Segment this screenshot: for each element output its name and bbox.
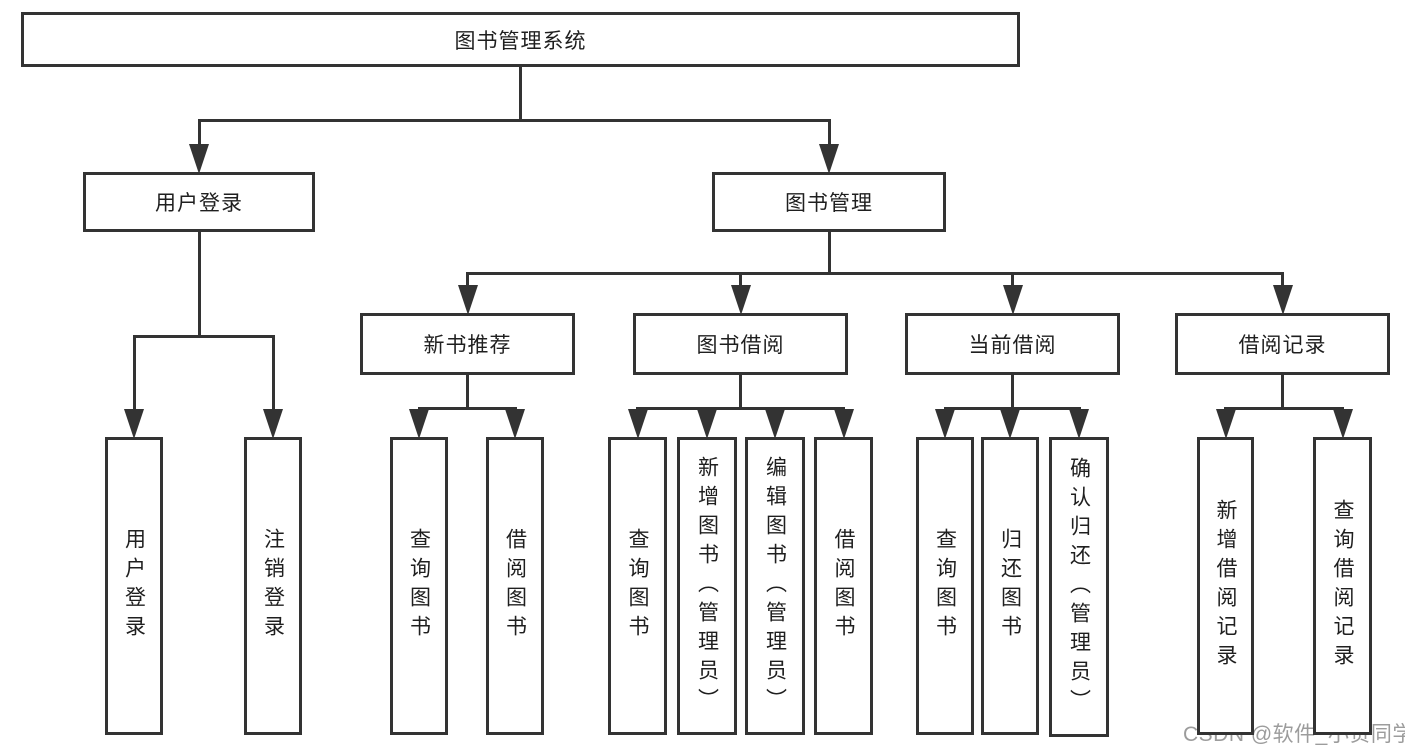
connector-drop xyxy=(1011,275,1014,289)
connector-branch xyxy=(466,272,1284,275)
arrowhead-down-icon xyxy=(124,409,144,439)
connector-branch xyxy=(1224,407,1344,410)
arrowhead-down-icon xyxy=(1215,409,1236,439)
arrowhead-down-icon xyxy=(833,409,854,439)
node-label-br-query-record: 查询借阅记录 xyxy=(1331,499,1354,673)
connector-drop xyxy=(1281,275,1284,289)
node-label-bb-query-books: 查询图书 xyxy=(626,528,649,644)
connector-drop xyxy=(197,122,201,148)
node-label-cb-return-books: 归还图书 xyxy=(998,528,1022,644)
connector-stem xyxy=(739,375,742,410)
arrowhead-down-icon xyxy=(457,285,478,315)
connector-stem xyxy=(1281,375,1284,410)
node-nbr-query-books: 查询图书 xyxy=(390,437,448,735)
arrowhead-down-icon xyxy=(189,144,209,174)
arrowhead-down-icon xyxy=(505,409,525,439)
node-bb-add-books: 新增图书（管理员） xyxy=(677,437,737,735)
node-label-bb-edit-books: 编辑图书（管理员） xyxy=(763,455,787,717)
node-label-nbr-borrow-books: 借阅图书 xyxy=(503,528,527,644)
connector-stem xyxy=(1011,375,1014,410)
arrowhead-down-icon xyxy=(935,409,955,439)
node-bb-borrow-books: 借阅图书 xyxy=(814,437,873,735)
node-login: 用户登录 xyxy=(105,437,163,735)
node-book-borrow: 图书借阅 xyxy=(633,313,848,375)
connector-stem xyxy=(197,232,201,338)
arrowhead-down-icon xyxy=(730,285,751,315)
connector-stem xyxy=(466,375,469,410)
node-label-new-book-rec: 新书推荐 xyxy=(423,334,512,357)
arrowhead-down-icon xyxy=(697,409,717,439)
node-new-book-rec: 新书推荐 xyxy=(360,313,575,375)
node-label-cb-query-books: 查询图书 xyxy=(933,528,957,644)
node-label-nbr-query-books: 查询图书 xyxy=(407,528,431,644)
node-label-cb-confirm-return: 确认归还（管理员） xyxy=(1067,456,1091,718)
node-br-add-record: 新增借阅记录 xyxy=(1197,437,1254,735)
node-bb-query-books: 查询图书 xyxy=(608,437,667,735)
arrowhead-down-icon xyxy=(1069,409,1089,439)
node-label-login: 用户登录 xyxy=(122,528,146,644)
connector-branch xyxy=(943,407,1081,410)
arrowhead-down-icon xyxy=(1272,285,1293,315)
node-current-borrow: 当前借阅 xyxy=(905,313,1120,375)
node-root: 图书管理系统 xyxy=(21,12,1020,67)
connector-drop xyxy=(827,122,831,148)
node-label-logout: 注销登录 xyxy=(261,528,285,644)
node-borrow-records: 借阅记录 xyxy=(1175,313,1390,375)
arrowhead-down-icon xyxy=(409,409,429,439)
node-label-bb-borrow-books: 借阅图书 xyxy=(832,528,855,644)
node-label-current-borrow: 当前借阅 xyxy=(968,334,1057,357)
connector-branch xyxy=(417,407,517,410)
node-bb-edit-books: 编辑图书（管理员） xyxy=(745,437,805,735)
node-label-br-add-record: 新增借阅记录 xyxy=(1214,499,1237,673)
connector-drop xyxy=(132,338,136,413)
arrowhead-down-icon xyxy=(1002,285,1023,315)
connector-drop xyxy=(466,275,469,289)
node-label-book-mgmt: 图书管理 xyxy=(785,192,873,215)
connector-stem xyxy=(519,67,522,122)
node-label-root: 图书管理系统 xyxy=(454,29,587,53)
arrowhead-down-icon xyxy=(1332,409,1353,439)
node-label-bb-add-books: 新增图书（管理员） xyxy=(695,455,719,717)
node-book-mgmt: 图书管理 xyxy=(712,172,946,232)
node-label-borrow-records: 借阅记录 xyxy=(1238,334,1327,357)
node-br-query-record: 查询借阅记录 xyxy=(1313,437,1372,735)
node-nbr-borrow-books: 借阅图书 xyxy=(486,437,544,735)
node-cb-confirm-return: 确认归还（管理员） xyxy=(1049,437,1109,737)
connector-branch xyxy=(132,335,275,338)
arrowhead-down-icon xyxy=(263,409,283,439)
node-cb-return-books: 归还图书 xyxy=(981,437,1039,735)
node-user-login: 用户登录 xyxy=(83,172,315,232)
arrowhead-down-icon xyxy=(819,144,839,174)
connector-drop xyxy=(271,338,275,413)
node-label-user-login: 用户登录 xyxy=(155,192,243,215)
node-logout: 注销登录 xyxy=(244,437,302,735)
connector-drop xyxy=(739,275,742,289)
connector-branch xyxy=(636,407,845,410)
arrowhead-down-icon xyxy=(765,409,785,439)
node-label-book-borrow: 图书借阅 xyxy=(696,334,785,357)
arrowhead-down-icon xyxy=(627,409,648,439)
node-cb-query-books: 查询图书 xyxy=(916,437,974,735)
connector-stem xyxy=(827,232,831,275)
connector-branch xyxy=(197,119,831,122)
arrowhead-down-icon xyxy=(1000,409,1020,439)
